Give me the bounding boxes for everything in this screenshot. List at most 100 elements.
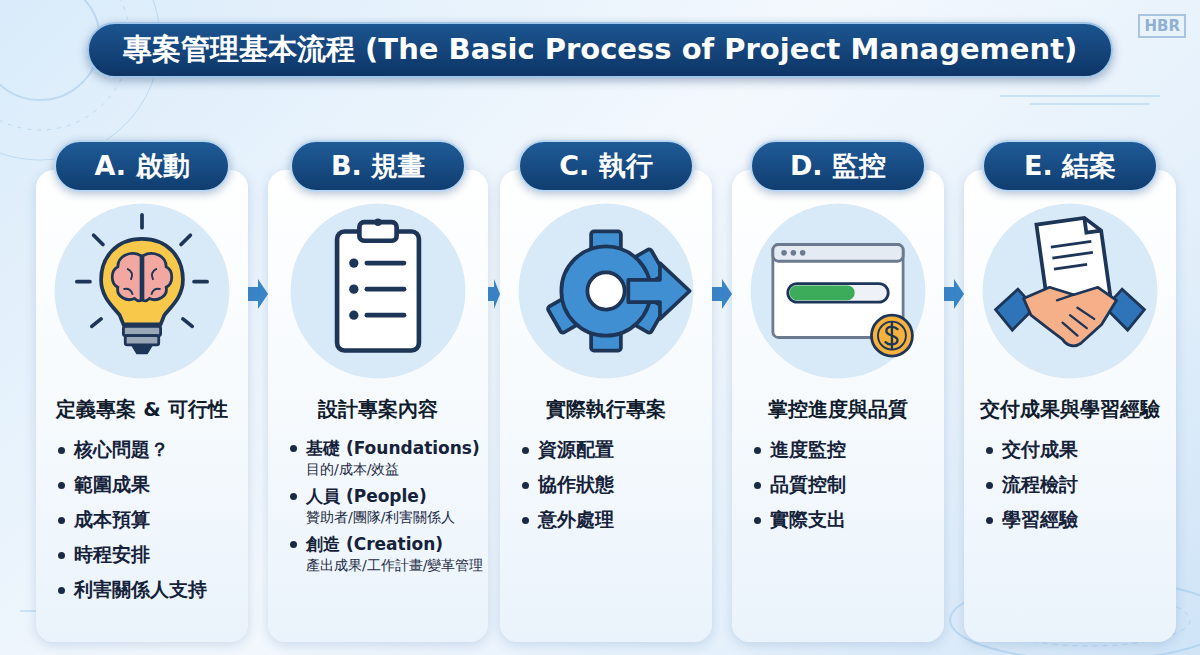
bullet-item: 學習經驗 [986,507,1168,533]
bullet-dot [522,482,529,489]
title-text: 專案管理基本流程 (The Basic Process of Project M… [123,30,1077,70]
bullet-text: 進度監控 [770,437,846,463]
bullet-item: 時程安排 [58,542,240,568]
arrow-shaft [488,287,494,301]
stage-subtitle: 交付成果與學習經驗 [964,396,1176,423]
bullet-list: 進度監控品質控制實際支出 [732,437,944,533]
flow-arrow [488,279,500,309]
bullet-text: 基礎 (Foundations) [306,437,480,460]
bullet-text: 創造 (Creation) [306,533,443,556]
stage-header-text: D. 監控 [790,148,886,184]
bullet-dot [58,517,65,524]
bullet-item: 人員 (People) [290,485,480,508]
bullet-list: 交付成果流程檢討學習經驗 [964,437,1176,533]
bullet-dot [986,517,993,524]
bullet-text: 範圍成果 [74,472,150,498]
bullet-text: 意外處理 [538,507,614,533]
progress-window-icon [745,198,931,384]
bullet-detail: 贊助者/團隊/利害關係人 [290,509,480,527]
flow-arrow [944,279,964,309]
bullet-item: 範圍成果 [58,472,240,498]
bullet-text: 品質控制 [770,472,846,498]
card-content: 實際執行專案資源配置協作狀態意外處理 [500,396,712,542]
bullet-text: 人員 (People) [306,485,427,508]
bullet-list: 基礎 (Foundations)目的/成本/效益人員 (People)贊助者/團… [268,437,488,575]
bullet-dot [58,447,65,454]
bullet-text: 核心問題？ [74,437,169,463]
stage-header-pill: D. 監控 [750,140,926,192]
arrow-shaft [712,287,722,301]
bullet-item: 流程檢討 [986,472,1168,498]
arrow-shaft [248,287,258,301]
bullet-dot [290,445,297,452]
bullet-item: 創造 (Creation) [290,533,480,556]
stage-header-pill: A. 啟動 [54,140,230,192]
bullet-text: 利害關係人支持 [74,577,207,603]
bullet-list: 核心問題？ 範圍成果成本預算時程安排利害關係人支持 [36,437,248,603]
bullet-dot [754,517,761,524]
stage-card: 設計專案內容基礎 (Foundations)目的/成本/效益人員 (People… [268,170,488,642]
title-banner: 專案管理基本流程 (The Basic Process of Project M… [87,22,1113,78]
stage-card: 定義專案 & 可行性核心問題？範圍成果成本預算時程安排利害關係人支持A. 啟動 [36,170,248,642]
stage-header-text: C. 執行 [559,148,652,184]
arrow-head [258,279,268,309]
bullet-item: 意外處理 [522,507,704,533]
bullet-list: 資源配置協作狀態意外處理 [500,437,712,533]
stage-header-text: A. 啟動 [94,148,189,184]
bullet-text: 流程檢討 [1002,472,1078,498]
bullet-dot [290,493,297,500]
card-content: 交付成果與學習經驗交付成果流程檢討學習經驗 [964,396,1176,542]
stage-header-pill: C. 執行 [518,140,694,192]
card-content: 設計專案內容基礎 (Foundations)目的/成本/效益人員 (People… [268,396,488,581]
bullet-dot [986,482,993,489]
bullet-text: 成本預算 [74,507,150,533]
bullet-dot [58,552,65,559]
gear-arrow-icon [513,198,699,384]
bullet-dot [290,541,297,548]
bullet-item: 核心問題？ [58,437,240,463]
flow-arrow [248,279,268,309]
flow-arrow [712,279,732,309]
bullet-item: 成本預算 [58,507,240,533]
bullet-text: 時程安排 [74,542,150,568]
arrow-head [722,279,732,309]
stage-subtitle: 掌控進度與品質 [732,396,944,423]
bullet-detail: 目的/成本/效益 [290,461,480,479]
arrow-shaft [944,287,954,301]
bullet-dot [754,482,761,489]
stage-subtitle: 定義專案 & 可行性 [36,396,248,423]
bullet-dot [58,587,65,594]
stage-card: 交付成果與學習經驗交付成果流程檢討學習經驗E. 結案 [964,170,1176,642]
bullet-item: 利害關係人支持 [58,577,240,603]
card-content: 掌控進度與品質進度監控品質控制實際支出 [732,396,944,542]
stage-header-pill: B. 規畫 [290,140,466,192]
card-content: 定義專案 & 可行性核心問題？ 範圍成果成本預算時程安排利害關係人支持 [36,396,248,612]
bullet-item: 實際支出 [754,507,936,533]
bullet-text: 實際支出 [770,507,846,533]
bullet-dot [754,447,761,454]
bullet-item: 品質控制 [754,472,936,498]
stage-subtitle: 設計專案內容 [268,396,488,423]
bullet-text: 協作狀態 [538,472,614,498]
bullet-item: 進度監控 [754,437,936,463]
clipboard-icon [285,198,471,384]
stage-subtitle: 實際執行專案 [500,396,712,423]
bullet-item: 交付成果 [986,437,1168,463]
bullet-text: 交付成果 [1002,437,1078,463]
bullet-text: 學習經驗 [1002,507,1078,533]
stage-header-text: B. 規畫 [331,148,425,184]
bullet-dot [58,482,65,489]
bullet-item: 資源配置 [522,437,704,463]
watermark-label: HBR [1138,14,1186,38]
bullet-dot [522,447,529,454]
stage-card: 實際執行專案資源配置協作狀態意外處理C. 執行 [500,170,712,642]
bullet-dot [522,517,529,524]
arrow-head [954,279,964,309]
bullet-dot [986,447,993,454]
stage-card: 掌控進度與品質進度監控品質控制實際支出D. 監控 [732,170,944,642]
bullet-item: 協作狀態 [522,472,704,498]
handshake-icon [977,198,1163,384]
bullet-detail: 產出成果/工作計畫/變革管理 [290,557,480,575]
